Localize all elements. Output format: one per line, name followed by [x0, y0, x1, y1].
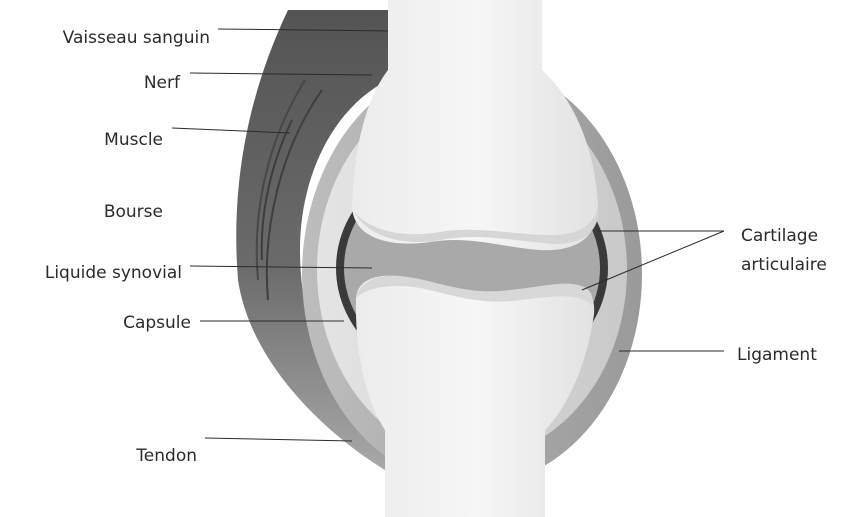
label-cartilage-line2: articulaire: [741, 255, 827, 275]
label-cartilage-line1: Cartilage: [741, 226, 818, 246]
label-blood-vessel: Vaisseau sanguin: [63, 28, 210, 48]
leader-tendon: [205, 438, 352, 441]
label-muscle: Muscle: [104, 130, 163, 150]
lower-bone: [356, 276, 594, 517]
label-nerve: Nerf: [144, 73, 181, 93]
label-ligament: Ligament: [737, 345, 817, 365]
label-synovial-fluid: Liquide synovial: [45, 263, 182, 283]
upper-bone: [352, 0, 598, 250]
label-tendon: Tendon: [135, 446, 197, 466]
label-capsule: Capsule: [123, 313, 191, 333]
label-bursa: Bourse: [104, 202, 163, 222]
